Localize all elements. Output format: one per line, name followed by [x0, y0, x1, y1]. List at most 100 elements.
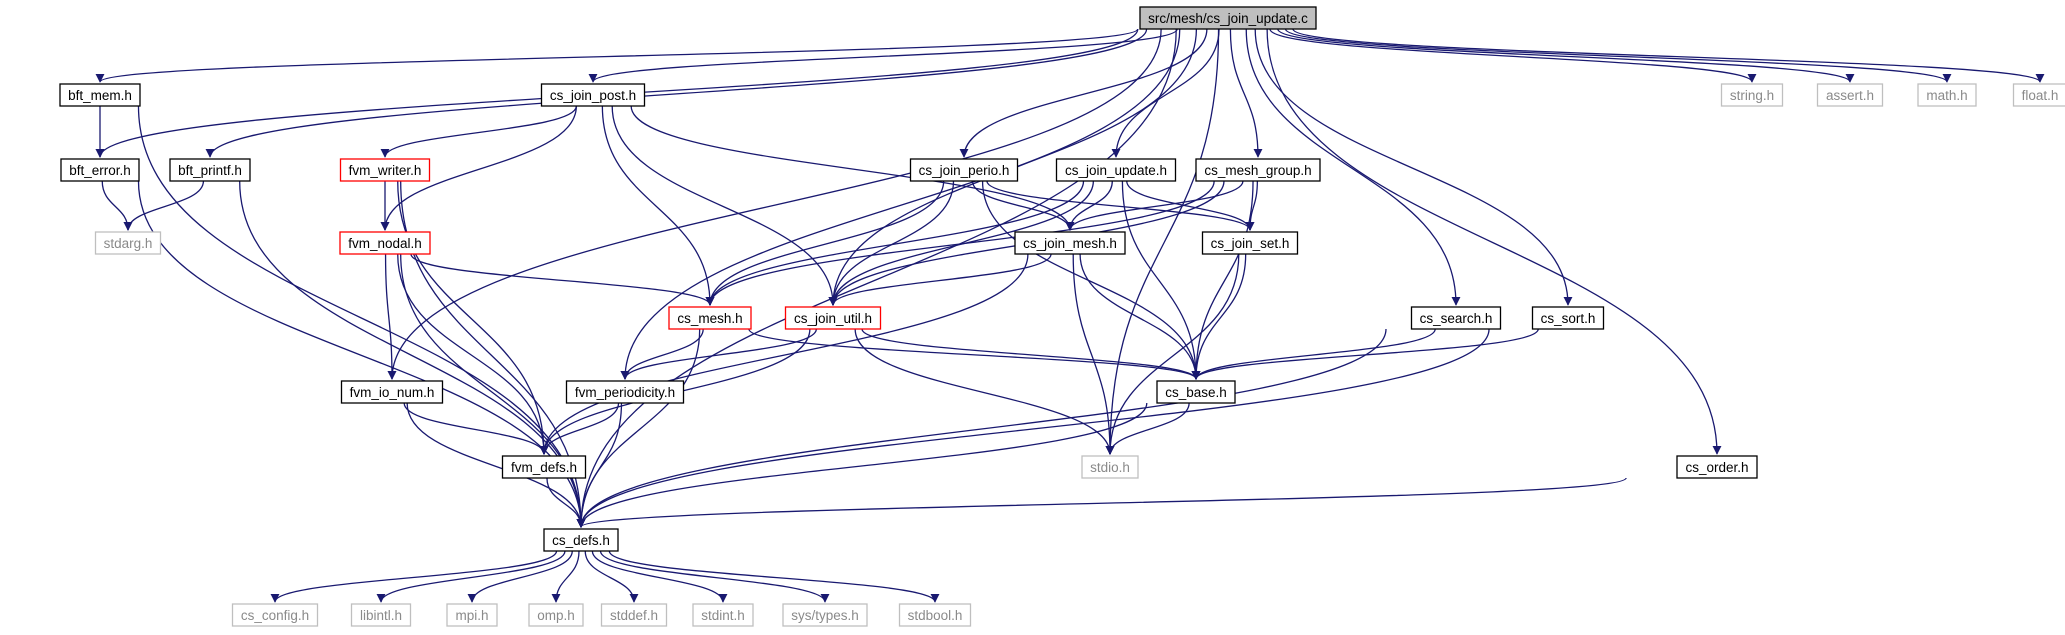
node-label: bft_error.h — [69, 163, 131, 178]
node-label: bft_mem.h — [68, 88, 132, 103]
node-label: stdint.h — [701, 608, 745, 623]
node-label: fvm_defs.h — [511, 460, 577, 475]
edge-cs-join-perio-to-cs-join-set — [986, 180, 1255, 231]
node-label: fvm_io_num.h — [350, 385, 435, 400]
edge-cs-join-post-to-fvm-nodal — [380, 105, 578, 231]
nodes-layer: src/mesh/cs_join_update.c bft_mem.h bft_er… — [59, 6, 2065, 627]
node-label: stdio.h — [1090, 460, 1130, 475]
node-bft-printf[interactable]: bft_printf.h — [169, 158, 251, 182]
node-bft-mem[interactable]: bft_mem.h — [59, 83, 141, 107]
node-fvm-nodal[interactable]: fvm_nodal.h — [339, 231, 431, 255]
node-root[interactable]: src/mesh/cs_join_update.c — [1139, 6, 1317, 30]
node-cs-search[interactable]: cs_search.h — [1410, 306, 1502, 330]
node-box — [1195, 158, 1321, 182]
edge-fvm-io-num-to-cs-defs — [406, 402, 586, 528]
edge-cs-order-to-cs-defs — [576, 477, 1627, 528]
node-box — [1531, 306, 1605, 330]
edge-root-to-bft-printf — [205, 28, 1148, 158]
node-box — [784, 306, 882, 330]
edge-cs-mesh-group-to-cs-join-set — [1245, 180, 1259, 231]
edge-cs-mesh-group-to-cs-join-mesh — [1065, 180, 1244, 231]
node-cs-order[interactable]: cs_order.h — [1676, 455, 1758, 479]
node-box — [528, 603, 584, 627]
edge-cs-defs-to-stdbool — [608, 550, 940, 603]
node-label: fvm_nodal.h — [348, 236, 422, 251]
node-cs-join-post[interactable]: cs_join_post.h — [540, 83, 646, 107]
edge-cs-defs-to-systypes — [599, 550, 830, 603]
node-string: string.h — [1720, 83, 1784, 107]
node-box — [540, 83, 646, 107]
node-fvm-writer[interactable]: fvm_writer.h — [339, 158, 431, 182]
node-cs-base[interactable]: cs_base.h — [1156, 380, 1236, 404]
node-cs-mesh-group[interactable]: cs_mesh_group.h — [1195, 158, 1321, 182]
node-cs-config: cs_config.h — [231, 603, 319, 627]
edge-root-to-assert — [1277, 28, 1855, 83]
node-box — [898, 603, 972, 627]
node-label: fvm_writer.h — [349, 163, 422, 178]
edge-fvm-defs-to-cs-defs — [546, 477, 586, 528]
edge-cs-base-to-cs-defs — [576, 402, 1148, 528]
node-cs-sort[interactable]: cs_sort.h — [1531, 306, 1605, 330]
edge-root-to-stdio — [1105, 28, 1220, 455]
node-stddef: stddef.h — [600, 603, 668, 627]
edge-root-to-cs-sort — [1254, 28, 1573, 306]
node-box — [1055, 158, 1177, 182]
edge-cs-join-post-to-fvm-writer — [380, 105, 578, 158]
edge-cs-join-update-to-cs-mesh — [705, 180, 1085, 306]
node-label: src/mesh/cs_join_update.c — [1148, 11, 1308, 26]
node-box — [60, 158, 140, 182]
node-label: cs_mesh_group.h — [1204, 163, 1311, 178]
node-label: cs_join_mesh.h — [1023, 236, 1117, 251]
edge-cs-sort-to-cs-defs — [576, 328, 1490, 528]
edge-cs-defs-to-libintl — [376, 550, 566, 603]
edge-fvm-periodicity-to-fvm-defs — [539, 402, 620, 455]
node-label: stdbool.h — [908, 608, 963, 623]
node-box — [909, 158, 1019, 182]
node-box — [350, 603, 412, 627]
node-box — [59, 83, 141, 107]
node-bft-error[interactable]: bft_error.h — [60, 158, 140, 182]
node-cs-join-perio[interactable]: cs_join_perio.h — [909, 158, 1019, 182]
node-cs-mesh[interactable]: cs_mesh.h — [668, 306, 752, 330]
node-box — [1156, 380, 1236, 404]
edge-cs-mesh-to-cs-base — [748, 328, 1201, 380]
node-assert: assert.h — [1816, 83, 1884, 107]
edge-cs-mesh-group-to-cs-mesh — [705, 180, 1215, 306]
edge-cs-join-set-to-stdio — [1105, 253, 1240, 455]
edge-fvm-periodicity-to-cs-defs — [576, 402, 623, 528]
edge-fvm-nodal-to-fvm-defs — [397, 253, 549, 455]
edge-root-to-math — [1284, 28, 1952, 83]
node-label: cs_config.h — [241, 608, 309, 623]
edge-cs-join-post-to-cs-join-mesh — [630, 105, 1075, 231]
node-cs-join-update[interactable]: cs_join_update.h — [1055, 158, 1177, 182]
edge-root-to-cs-mesh-group — [1229, 28, 1263, 158]
node-label: sys/types.h — [791, 608, 859, 623]
node-box — [1816, 83, 1884, 107]
node-fvm-io-num[interactable]: fvm_io_num.h — [340, 380, 444, 404]
edge-cs-join-util-to-stdio — [854, 328, 1115, 455]
edge-fvm-io-num-to-fvm-defs — [403, 402, 549, 455]
edge-root-to-fvm-io-num — [387, 28, 1162, 380]
edge-cs-join-mesh-to-cs-base — [1079, 253, 1201, 380]
node-label: cs_join_set.h — [1211, 236, 1290, 251]
edge-cs-mesh-group-to-cs-base — [1191, 180, 1254, 380]
node-float: float.h — [2012, 83, 2065, 107]
node-label: cs_base.h — [1165, 385, 1227, 400]
node-label: cs_defs.h — [552, 533, 610, 548]
node-box — [1410, 306, 1502, 330]
node-label: fvm_periodicity.h — [575, 385, 675, 400]
node-fvm-periodicity[interactable]: fvm_periodicity.h — [565, 380, 685, 404]
node-cs-join-set[interactable]: cs_join_set.h — [1201, 231, 1299, 255]
node-box — [692, 603, 754, 627]
node-cs-defs[interactable]: cs_defs.h — [543, 528, 619, 552]
edge-root-to-cs-search — [1245, 28, 1461, 306]
node-cs-join-util[interactable]: cs_join_util.h — [784, 306, 882, 330]
node-fvm-defs[interactable]: fvm_defs.h — [501, 455, 587, 479]
node-cs-join-mesh[interactable]: cs_join_mesh.h — [1014, 231, 1126, 255]
node-box — [1081, 455, 1139, 479]
node-box — [339, 158, 431, 182]
node-stdarg: stdarg.h — [94, 231, 162, 255]
edge-root-to-cs-join-post — [588, 28, 1178, 83]
node-box — [94, 231, 162, 255]
node-label: string.h — [1730, 88, 1774, 103]
